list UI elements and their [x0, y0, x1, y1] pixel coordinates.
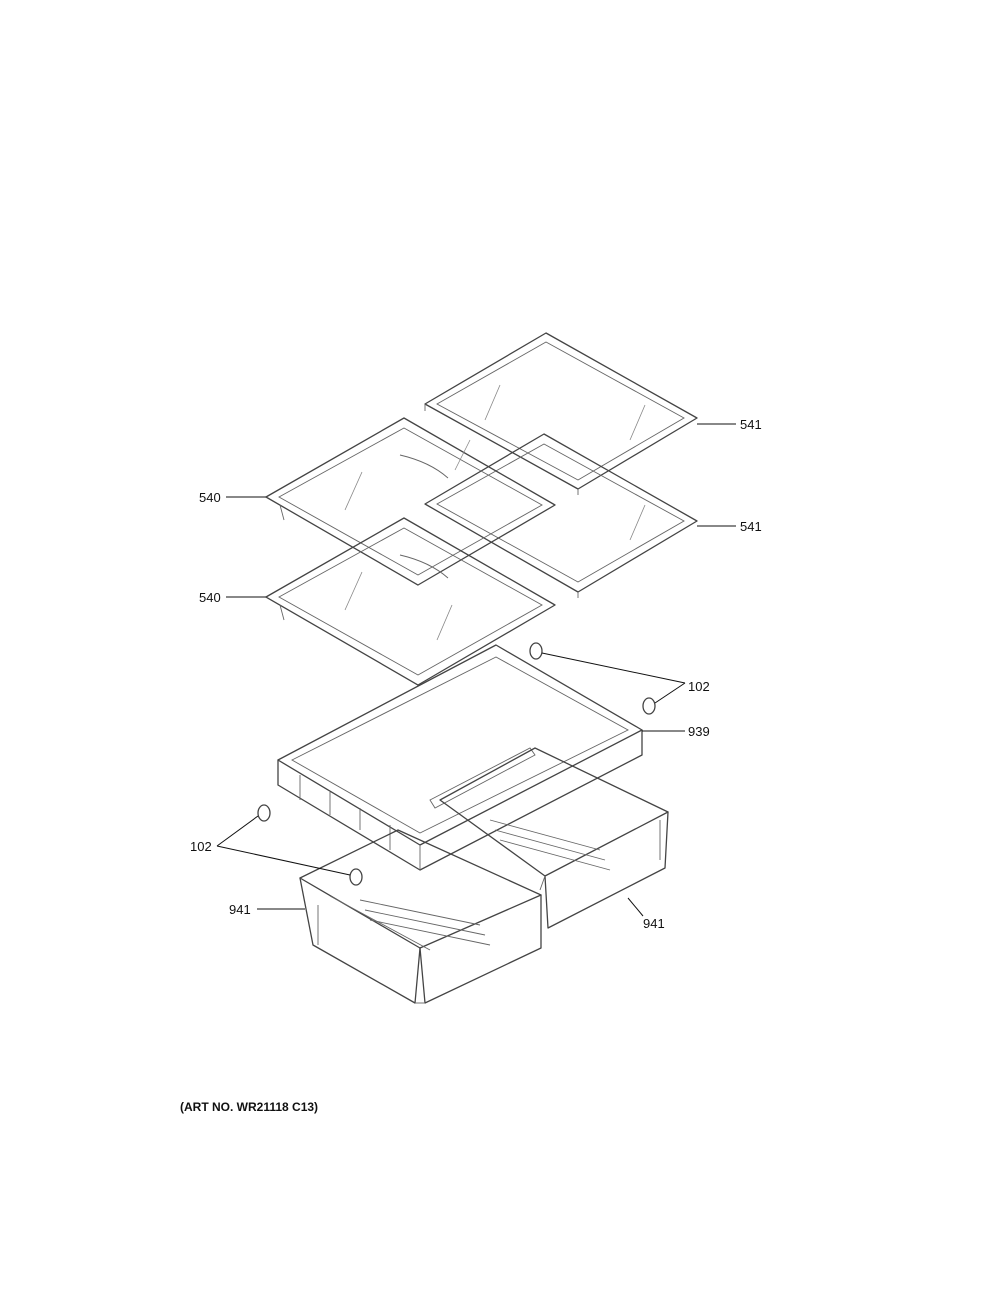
- callout-541-upper: 541: [740, 417, 762, 432]
- cap-102-left-pair: [257, 804, 363, 886]
- callout-102-right: 102: [688, 679, 710, 694]
- glass-shelf-541-upper: [424, 332, 698, 495]
- glass-shelf-540-lower: [265, 517, 556, 686]
- callout-941-left: 941: [229, 902, 251, 917]
- crisper-drawer-941-right: [439, 747, 669, 929]
- crisper-drawer-941-left: [299, 829, 542, 1004]
- callout-102-left: 102: [190, 839, 212, 854]
- cover-frame-939: [277, 644, 643, 871]
- callout-941-right: 941: [643, 916, 665, 931]
- glass-shelf-540-upper: [265, 417, 556, 586]
- callout-939: 939: [688, 724, 710, 739]
- leader-lines: [216, 423, 736, 917]
- cap-102-right-pair: [529, 642, 656, 715]
- callout-540-upper: 540: [199, 490, 221, 505]
- callout-541-lower: 541: [740, 519, 762, 534]
- glass-shelf-541-lower: [424, 433, 698, 598]
- callout-540-lower: 540: [199, 590, 221, 605]
- art-number: (ART NO. WR21118 C13): [180, 1100, 319, 1114]
